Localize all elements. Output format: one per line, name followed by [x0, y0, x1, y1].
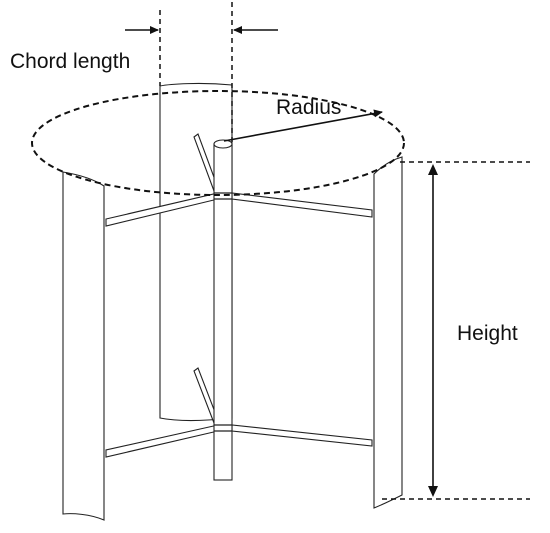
- right-blade: [373, 156, 403, 509]
- radius-arrow: [223, 109, 383, 142]
- upper-support-arms: [105, 133, 373, 227]
- chord-length-label: Chord length: [10, 50, 130, 73]
- radius-label: Radius: [276, 96, 341, 119]
- chord-length-dimension: [125, 2, 278, 144]
- lower-support-arms: [105, 367, 373, 458]
- central-shaft: [213, 139, 233, 481]
- left-blade: [62, 171, 105, 521]
- height-label: Height: [457, 322, 518, 345]
- rotor-path-ellipse: [31, 90, 405, 196]
- height-dimension: [382, 161, 530, 500]
